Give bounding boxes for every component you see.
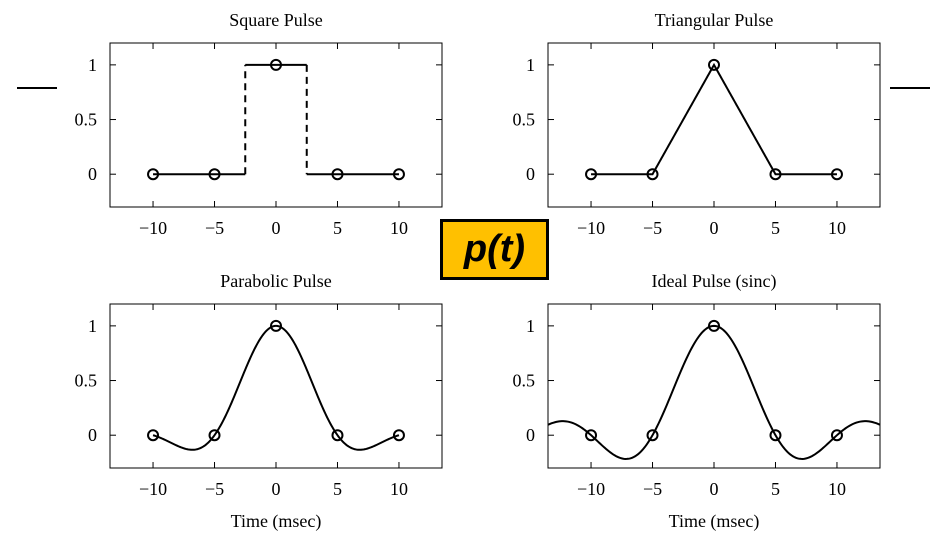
y-tick-label: 0 — [526, 425, 535, 445]
x-tick-label: 0 — [710, 218, 719, 238]
y-tick-label: 1 — [88, 316, 97, 336]
sample-point — [392, 168, 405, 181]
chart-title: Triangular Pulse — [655, 10, 774, 30]
series-line — [152, 324, 400, 451]
y-tick-label: 0 — [88, 164, 97, 184]
x-tick-label: −5 — [205, 479, 224, 499]
sample-point — [392, 429, 405, 442]
x-axis-label: Time (msec) — [669, 511, 760, 532]
sample-point — [708, 319, 720, 332]
sample-point — [585, 168, 598, 181]
y-tick-label: 0.5 — [513, 371, 536, 391]
sample-point — [331, 168, 344, 181]
x-tick-label: 0 — [710, 479, 719, 499]
y-tick-label: 0.5 — [513, 110, 536, 130]
x-axis-label: Time (msec) — [231, 511, 322, 532]
plot-area — [547, 303, 881, 469]
y-tick-label: 1 — [526, 55, 535, 75]
y-tick-label: 0 — [526, 164, 535, 184]
x-tick-label: 5 — [333, 479, 342, 499]
plot-area — [109, 42, 443, 208]
series-line — [591, 62, 837, 176]
sample-point — [270, 58, 282, 71]
x-tick-label: −5 — [643, 479, 662, 499]
sample-point — [830, 429, 843, 442]
sample-point — [270, 319, 282, 332]
x-tick-label: −10 — [577, 218, 605, 238]
y-tick-label: 1 — [526, 316, 535, 336]
sample-point — [331, 429, 344, 442]
series-line — [547, 324, 881, 460]
center-label: p(t) — [463, 228, 526, 270]
chart-panel-2: Triangular Pulse −10 −5 0 5 10 0 0.5 1 — [513, 10, 881, 238]
sample-point — [708, 58, 720, 71]
x-tick-label: 10 — [828, 479, 846, 499]
x-tick-label: 10 — [390, 479, 408, 499]
chart-title: Ideal Pulse (sinc) — [652, 271, 777, 292]
x-tick-label: 0 — [272, 218, 281, 238]
sample-point — [147, 168, 160, 181]
sample-point — [208, 168, 221, 181]
x-tick-label: 5 — [771, 479, 780, 499]
y-tick-label: 0.5 — [75, 371, 98, 391]
x-tick-label: 5 — [333, 218, 342, 238]
y-tick-label: 1 — [88, 55, 97, 75]
sample-point — [585, 429, 598, 442]
sample-point — [646, 168, 659, 181]
x-tick-label: −10 — [139, 218, 167, 238]
sample-point — [769, 429, 782, 442]
x-tick-label: −10 — [577, 479, 605, 499]
plot-area — [109, 303, 443, 469]
x-tick-label: 10 — [828, 218, 846, 238]
x-tick-label: 5 — [771, 218, 780, 238]
x-tick-label: −10 — [139, 479, 167, 499]
chart-title: Square Pulse — [229, 10, 323, 30]
chart-title: Parabolic Pulse — [220, 271, 331, 291]
y-tick-label: 0.5 — [75, 110, 98, 130]
x-tick-label: −5 — [643, 218, 662, 238]
sample-point — [769, 168, 782, 181]
y-tick-label: 0 — [88, 425, 97, 445]
chart-panel-1: Square Pulse −10 −5 0 5 10 0 0.5 1 — [75, 10, 443, 238]
sample-point — [646, 429, 659, 442]
x-tick-label: 0 — [272, 479, 281, 499]
x-tick-label: 10 — [390, 218, 408, 238]
center-label-box: p(t) — [440, 219, 549, 280]
x-tick-label: −5 — [205, 218, 224, 238]
sample-point — [208, 429, 221, 442]
plot-area — [547, 42, 881, 208]
sample-point — [147, 429, 160, 442]
sample-point — [830, 168, 843, 181]
